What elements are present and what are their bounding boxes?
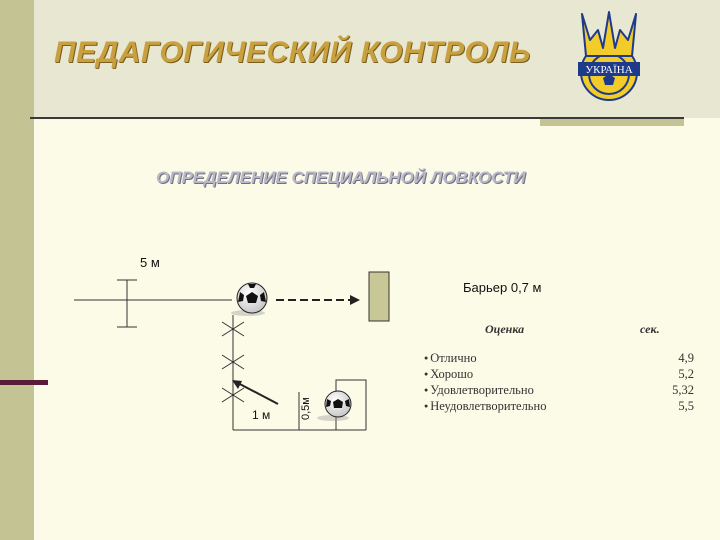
grade-row: Удовлетворительно 5,32 (424, 382, 694, 398)
left-decor-bar (0, 0, 34, 540)
cone-markers (221, 315, 245, 430)
grade-name: Удовлетворительно (424, 382, 534, 398)
left-accent-stripe (0, 380, 48, 385)
distance-label: 5 м (140, 255, 160, 270)
grade-value: 4,9 (678, 351, 694, 365)
ukraine-crest-icon: УКРАЇНА (578, 11, 640, 101)
grade-row: Хорошо 5,2 (424, 366, 694, 382)
grading-table: Отлично 4,9 Хорошо 5,2 Удовлетворительно… (424, 350, 694, 414)
height-label: 0,5м (300, 397, 312, 420)
page-title: ПЕДАГОГИЧЕСКИЙ КОНТРОЛЬ (54, 36, 531, 69)
grade-row: Неудовлетворительно 5,5 (424, 398, 694, 414)
grade-name: Отлично (424, 350, 476, 366)
pointer-arrow (235, 381, 279, 405)
header-divider-block (540, 119, 684, 126)
grade-header: Оценка (485, 322, 525, 336)
grade-row: Отлично 4,9 (424, 350, 694, 366)
grade-name: Хорошо (424, 366, 473, 382)
grade-value: 5,5 (678, 399, 694, 413)
barrier (368, 271, 390, 322)
grade-value: 5,2 (678, 367, 694, 381)
width-label: 1 м (252, 408, 271, 422)
seconds-header: сек. (640, 322, 660, 336)
barrier-label: Барьер 0,7 м (463, 280, 542, 295)
ball-icon (231, 282, 268, 316)
crest-text: УКРАЇНА (585, 64, 632, 76)
ball-icon (317, 390, 352, 421)
grade-name: Неудовлетворительно (424, 398, 546, 414)
header-divider (30, 117, 684, 119)
grade-value: 5,32 (672, 383, 694, 397)
section-subtitle: ОПРЕДЕЛЕНИЕ СПЕЦИАЛЬНОЙ ЛОВКОСТИ (156, 168, 526, 187)
